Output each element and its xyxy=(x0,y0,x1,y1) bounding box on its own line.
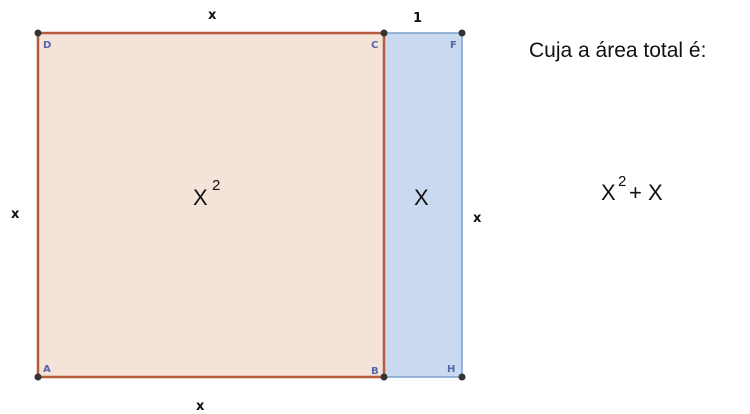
vertex-label-a: A xyxy=(43,364,51,375)
square-area-label: X xyxy=(193,185,208,210)
total-area-heading: Cuja a área total é: xyxy=(529,39,706,62)
vertex-point-c xyxy=(380,29,388,37)
vertex-label-b: B xyxy=(371,366,379,377)
rectangle-right-side-label: x xyxy=(473,211,482,226)
square-left-side-label: x xyxy=(11,207,20,222)
total-area-expression-rest: + X xyxy=(629,180,663,205)
vertex-point-h xyxy=(458,373,466,381)
vertex-point-b xyxy=(380,373,388,381)
rectangle-x-by-1 xyxy=(383,32,463,378)
vertex-label-d: D xyxy=(43,40,51,51)
vertex-point-f xyxy=(458,29,466,37)
total-area-expression-base: X xyxy=(601,180,616,205)
rectangle-top-side-label: 1 xyxy=(413,11,422,26)
square-x-by-x xyxy=(36,31,386,379)
square-area-exponent: 2 xyxy=(212,177,220,194)
rectangle-area-label: X xyxy=(414,185,429,210)
total-area-expression-exponent: 2 xyxy=(618,173,626,190)
vertex-point-a xyxy=(34,373,42,381)
vertex-label-h: H xyxy=(447,364,455,375)
vertex-label-c: C xyxy=(371,40,378,51)
square-top-side-label: x xyxy=(208,8,217,23)
vertex-label-f: F xyxy=(450,40,457,51)
square-bottom-side-label: x xyxy=(196,399,205,414)
vertex-point-d xyxy=(34,29,42,37)
